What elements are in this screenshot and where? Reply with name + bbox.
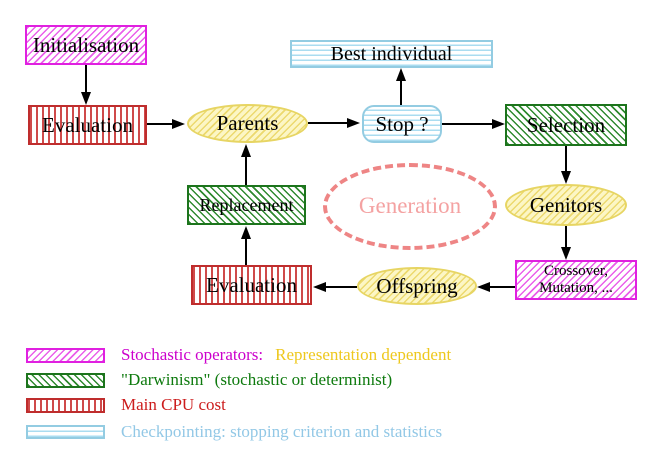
arrowhead-up-icon	[241, 144, 251, 157]
legend-row-checkpointing: Checkpointing: stopping criterion and st…	[26, 422, 442, 442]
arrow-selection-to-genitors	[565, 146, 567, 173]
legend-text-representation-dependent: Representation dependent	[275, 345, 452, 364]
node-replacement-label: Replacement	[199, 194, 294, 215]
arrow-init-to-evaluation	[85, 65, 87, 94]
node-offspring-label: Offspring	[376, 273, 458, 298]
node-offspring: Offspring	[357, 267, 477, 305]
legend-swatch-red-stripes	[26, 397, 105, 413]
node-selection-label: Selection	[526, 112, 606, 137]
node-crossover-line1: Crossover,	[544, 263, 608, 279]
node-parents: Parents	[187, 104, 308, 143]
legend-swatch-green-hatch	[26, 372, 105, 388]
arrow-parents-to-stop	[308, 122, 348, 124]
node-best-individual-label: Best individual	[330, 42, 453, 65]
node-replacement: Replacement	[187, 185, 306, 225]
node-generation-cycle: Generation	[323, 163, 497, 250]
legend-row-stochastic-operators: Stochastic operators: Representation dep…	[26, 345, 451, 365]
node-evaluation-bottom-label: Evaluation	[206, 272, 297, 297]
arrow-replacement-to-parents	[245, 156, 247, 185]
arrowhead-up-icon	[396, 68, 406, 81]
legend-text-darwinism: "Darwinism" (stochastic or determinist)	[121, 370, 393, 389]
node-stop-label: Stop ?	[375, 111, 429, 136]
arrow-genitors-to-crossover	[565, 226, 567, 248]
node-initialisation: Initialisation	[25, 25, 147, 65]
arrow-evaluation-to-parents	[147, 123, 173, 125]
node-evaluation-top: Evaluation	[28, 105, 147, 145]
legend-text-stochastic-operators: Stochastic operators:	[121, 345, 264, 364]
legend-row-darwinism: "Darwinism" (stochastic or determinist)	[26, 370, 392, 390]
arrow-stop-to-best-individual	[400, 79, 402, 105]
arrowhead-right-icon	[347, 118, 360, 128]
node-evaluation-bottom: Evaluation	[191, 265, 312, 305]
node-parents-label: Parents	[216, 111, 279, 136]
arrowhead-down-icon	[561, 171, 571, 184]
node-initialisation-label: Initialisation	[32, 32, 140, 57]
legend-swatch-magenta-hatch	[26, 347, 105, 363]
node-evaluation-top-label: Evaluation	[42, 112, 133, 137]
arrow-stop-to-selection	[442, 123, 493, 125]
legend-row-main-cpu-cost: Main CPU cost	[26, 395, 226, 415]
node-selection: Selection	[505, 104, 627, 146]
node-generation-label: Generation	[358, 193, 462, 219]
arrowhead-down-icon	[81, 92, 91, 105]
arrowhead-left-icon	[313, 282, 326, 292]
legend-text-main-cpu-cost: Main CPU cost	[121, 395, 226, 414]
arrowhead-up-icon	[241, 226, 251, 239]
node-genitors: Genitors	[505, 184, 627, 226]
arrowhead-down-icon	[561, 247, 571, 260]
legend-swatch-cyan-stripes	[26, 425, 105, 439]
arrow-crossover-to-offspring	[489, 286, 515, 288]
node-crossover-line2: Mutation, ...	[539, 280, 613, 296]
legend-text-checkpointing: Checkpointing: stopping criterion and st…	[121, 422, 443, 441]
arrowhead-right-icon	[492, 119, 505, 129]
node-stop: Stop ?	[362, 105, 442, 143]
node-best-individual: Best individual	[290, 40, 493, 68]
arrowhead-left-icon	[477, 282, 490, 292]
node-crossover-mutation: Crossover, Mutation, ...	[515, 260, 637, 300]
arrow-offspring-to-evaluation	[325, 286, 357, 288]
node-genitors-label: Genitors	[529, 192, 603, 217]
arrowhead-right-icon	[172, 119, 185, 129]
arrow-evaluation-to-replacement	[245, 238, 247, 265]
